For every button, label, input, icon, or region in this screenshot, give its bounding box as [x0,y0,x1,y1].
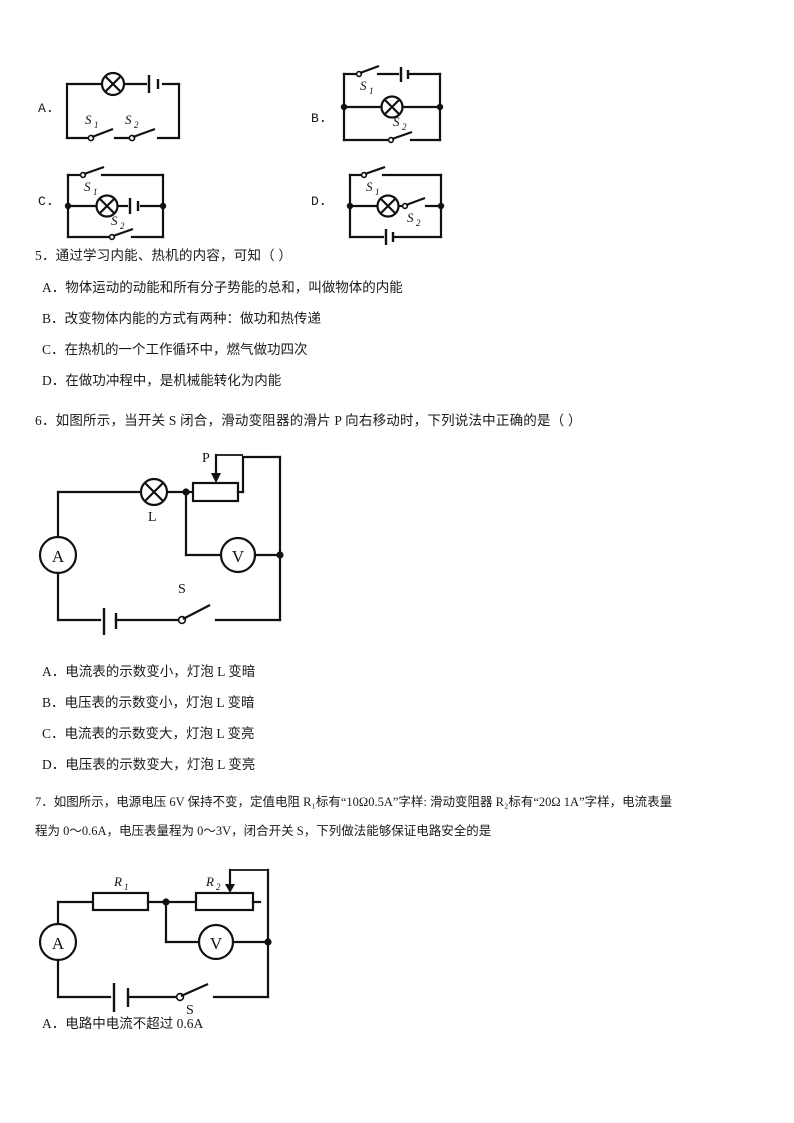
svg-text:1: 1 [94,120,99,130]
question-6-option-c: C．电流表的示数变大，灯泡 L 变亮 [42,726,255,741]
option-label-a: A． [38,101,61,116]
svg-text:1: 1 [93,187,98,197]
circuit-diagram-option-b: S 1 S 2 [338,62,448,147]
svg-text:S: S [186,1003,194,1018]
svg-text:2: 2 [120,221,125,231]
svg-text:A: A [52,547,65,566]
svg-text:S: S [85,112,92,127]
svg-text:S: S [111,213,118,228]
circuit-diagram-question-6: L P V A [38,445,303,645]
question-5-option-b: B．改变物体内能的方式有两种：做功和热传递 [42,311,322,326]
circuit-diagram-question-7: R 1 R 2 V A [38,862,298,1018]
svg-text:1: 1 [124,882,129,892]
question-5-option-a: A．物体运动的动能和所有分子势能的总和，叫做物体的内能 [42,280,403,295]
question-6-stem: 6．如图所示，当开关 S 闭合，滑动变阻器的滑片 P 向右移动时，下列说法中正确… [35,413,582,428]
svg-text:S: S [360,78,367,93]
question-7-stem-line2: 程为 0～0.6A，电压表量程为 0～3V，闭合开关 S，下列做法能够保证电路安… [35,824,492,838]
question-6-option-a: A．电流表的示数变小，灯泡 L 变暗 [42,664,256,679]
svg-text:1: 1 [369,86,374,96]
circuit-diagram-option-c: S 1 S 2 [63,165,173,243]
option-label-b: B． [311,111,334,126]
svg-text:2: 2 [216,882,221,892]
question-5-option-c: C．在热机的一个工作循环中，燃气做功四次 [42,342,308,357]
question-5-option-d: D．在做功冲程中，是机械能转化为内能 [42,373,282,388]
svg-text:2: 2 [416,218,421,228]
svg-text:R: R [113,874,122,889]
circuit-diagram-option-a: S 1 S 2 [63,62,183,144]
circuit-diagram-option-d: S 1 S 2 [345,165,450,245]
svg-text:A: A [52,934,65,953]
option-label-d: D． [311,194,334,209]
question-7-option-a: A．电路中电流不超过 0.6A [42,1016,204,1031]
svg-text:L: L [148,510,157,525]
svg-text:2: 2 [402,122,407,132]
svg-text:1: 1 [375,187,380,197]
question-6-option-d: D．电压表的示数变大，灯泡 L 变亮 [42,757,256,772]
svg-text:V: V [210,934,223,953]
svg-text:S: S [366,179,373,194]
svg-text:S: S [125,112,132,127]
svg-text:S: S [178,582,186,597]
question-7-stem-line1: 7．如图所示，电源电压 6V 保持不变，定值电阻 R₁标有“10Ω0.5A”字样… [35,795,673,809]
question-6-option-b: B．电压表的示数变小，灯泡 L 变暗 [42,695,255,710]
question-5-stem: 5．通过学习内能、热机的内容，可知（ ） [35,248,293,263]
svg-text:2: 2 [134,120,139,130]
svg-text:P: P [202,451,210,466]
svg-text:V: V [232,547,245,566]
svg-text:S: S [84,179,91,194]
svg-text:R: R [205,874,214,889]
option-label-c: C． [38,194,61,209]
svg-text:S: S [393,114,400,129]
svg-text:S: S [407,210,414,225]
